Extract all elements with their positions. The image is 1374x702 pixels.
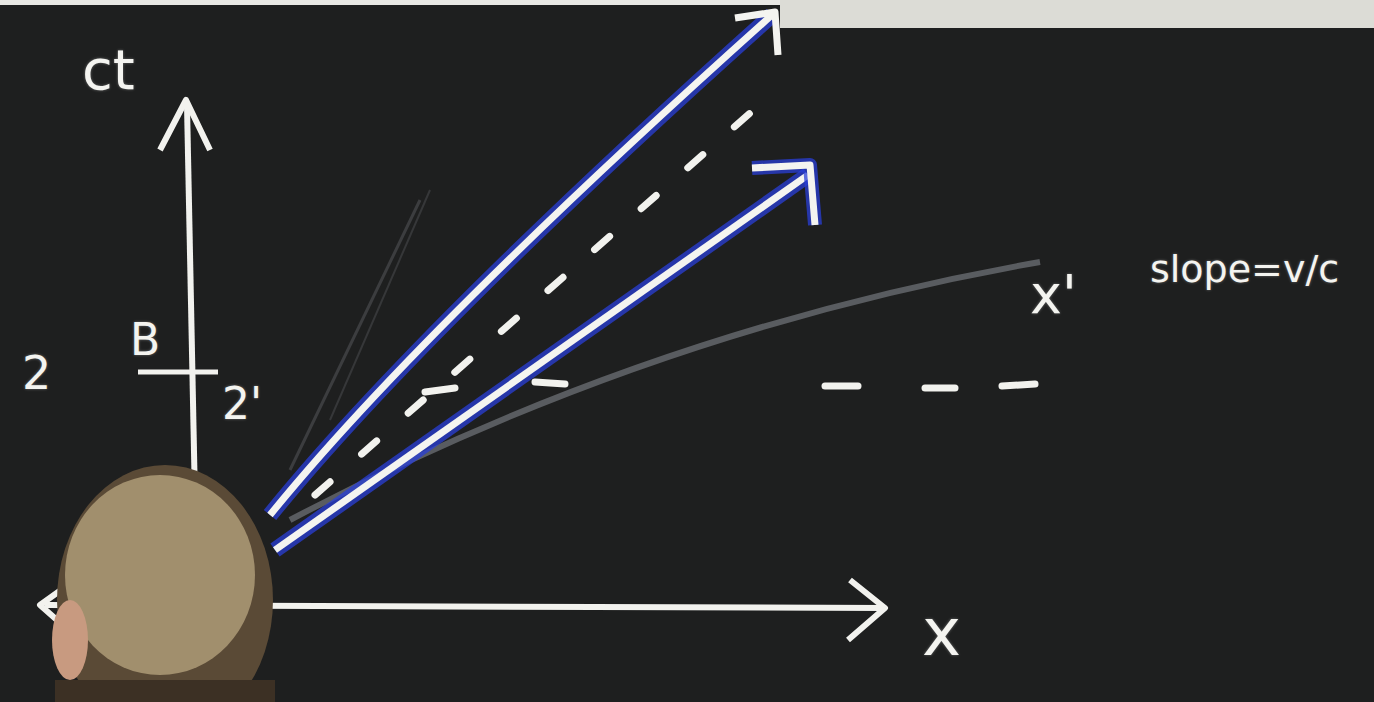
worldline (275, 175, 808, 550)
chalk-glow (270, 15, 772, 515)
dash (925, 385, 955, 392)
x-prime-axis (290, 262, 1040, 520)
lecturer-head (52, 465, 275, 702)
axis-label: x (922, 600, 961, 666)
chalk-smudge (290, 200, 420, 470)
hair (57, 465, 273, 702)
dash (825, 383, 858, 390)
axis-label: slope=v/c (1150, 250, 1339, 288)
dash (1002, 384, 1035, 386)
axis-arrowhead (160, 100, 210, 150)
simultaneity-dashes (425, 382, 1035, 392)
axis-arrowhead (848, 580, 885, 640)
tick-mark (138, 370, 218, 375)
hair-highlight (65, 475, 255, 675)
dash (425, 388, 455, 392)
chalk-glow (752, 165, 815, 225)
axis-label: 2' (222, 382, 262, 426)
arrowhead (752, 165, 815, 225)
axis-label: 2 (22, 350, 51, 396)
arrowhead (735, 12, 778, 55)
axis-label: x' (1030, 268, 1077, 322)
dash (535, 382, 565, 384)
neck-shadow (55, 680, 275, 702)
ear (52, 600, 88, 680)
axis-label: ct (82, 42, 135, 98)
board-frame (780, 0, 1374, 28)
worldline-arrows (270, 12, 815, 550)
axis-label: B (130, 318, 160, 362)
dashed-line (315, 100, 765, 495)
worldline (270, 15, 772, 515)
